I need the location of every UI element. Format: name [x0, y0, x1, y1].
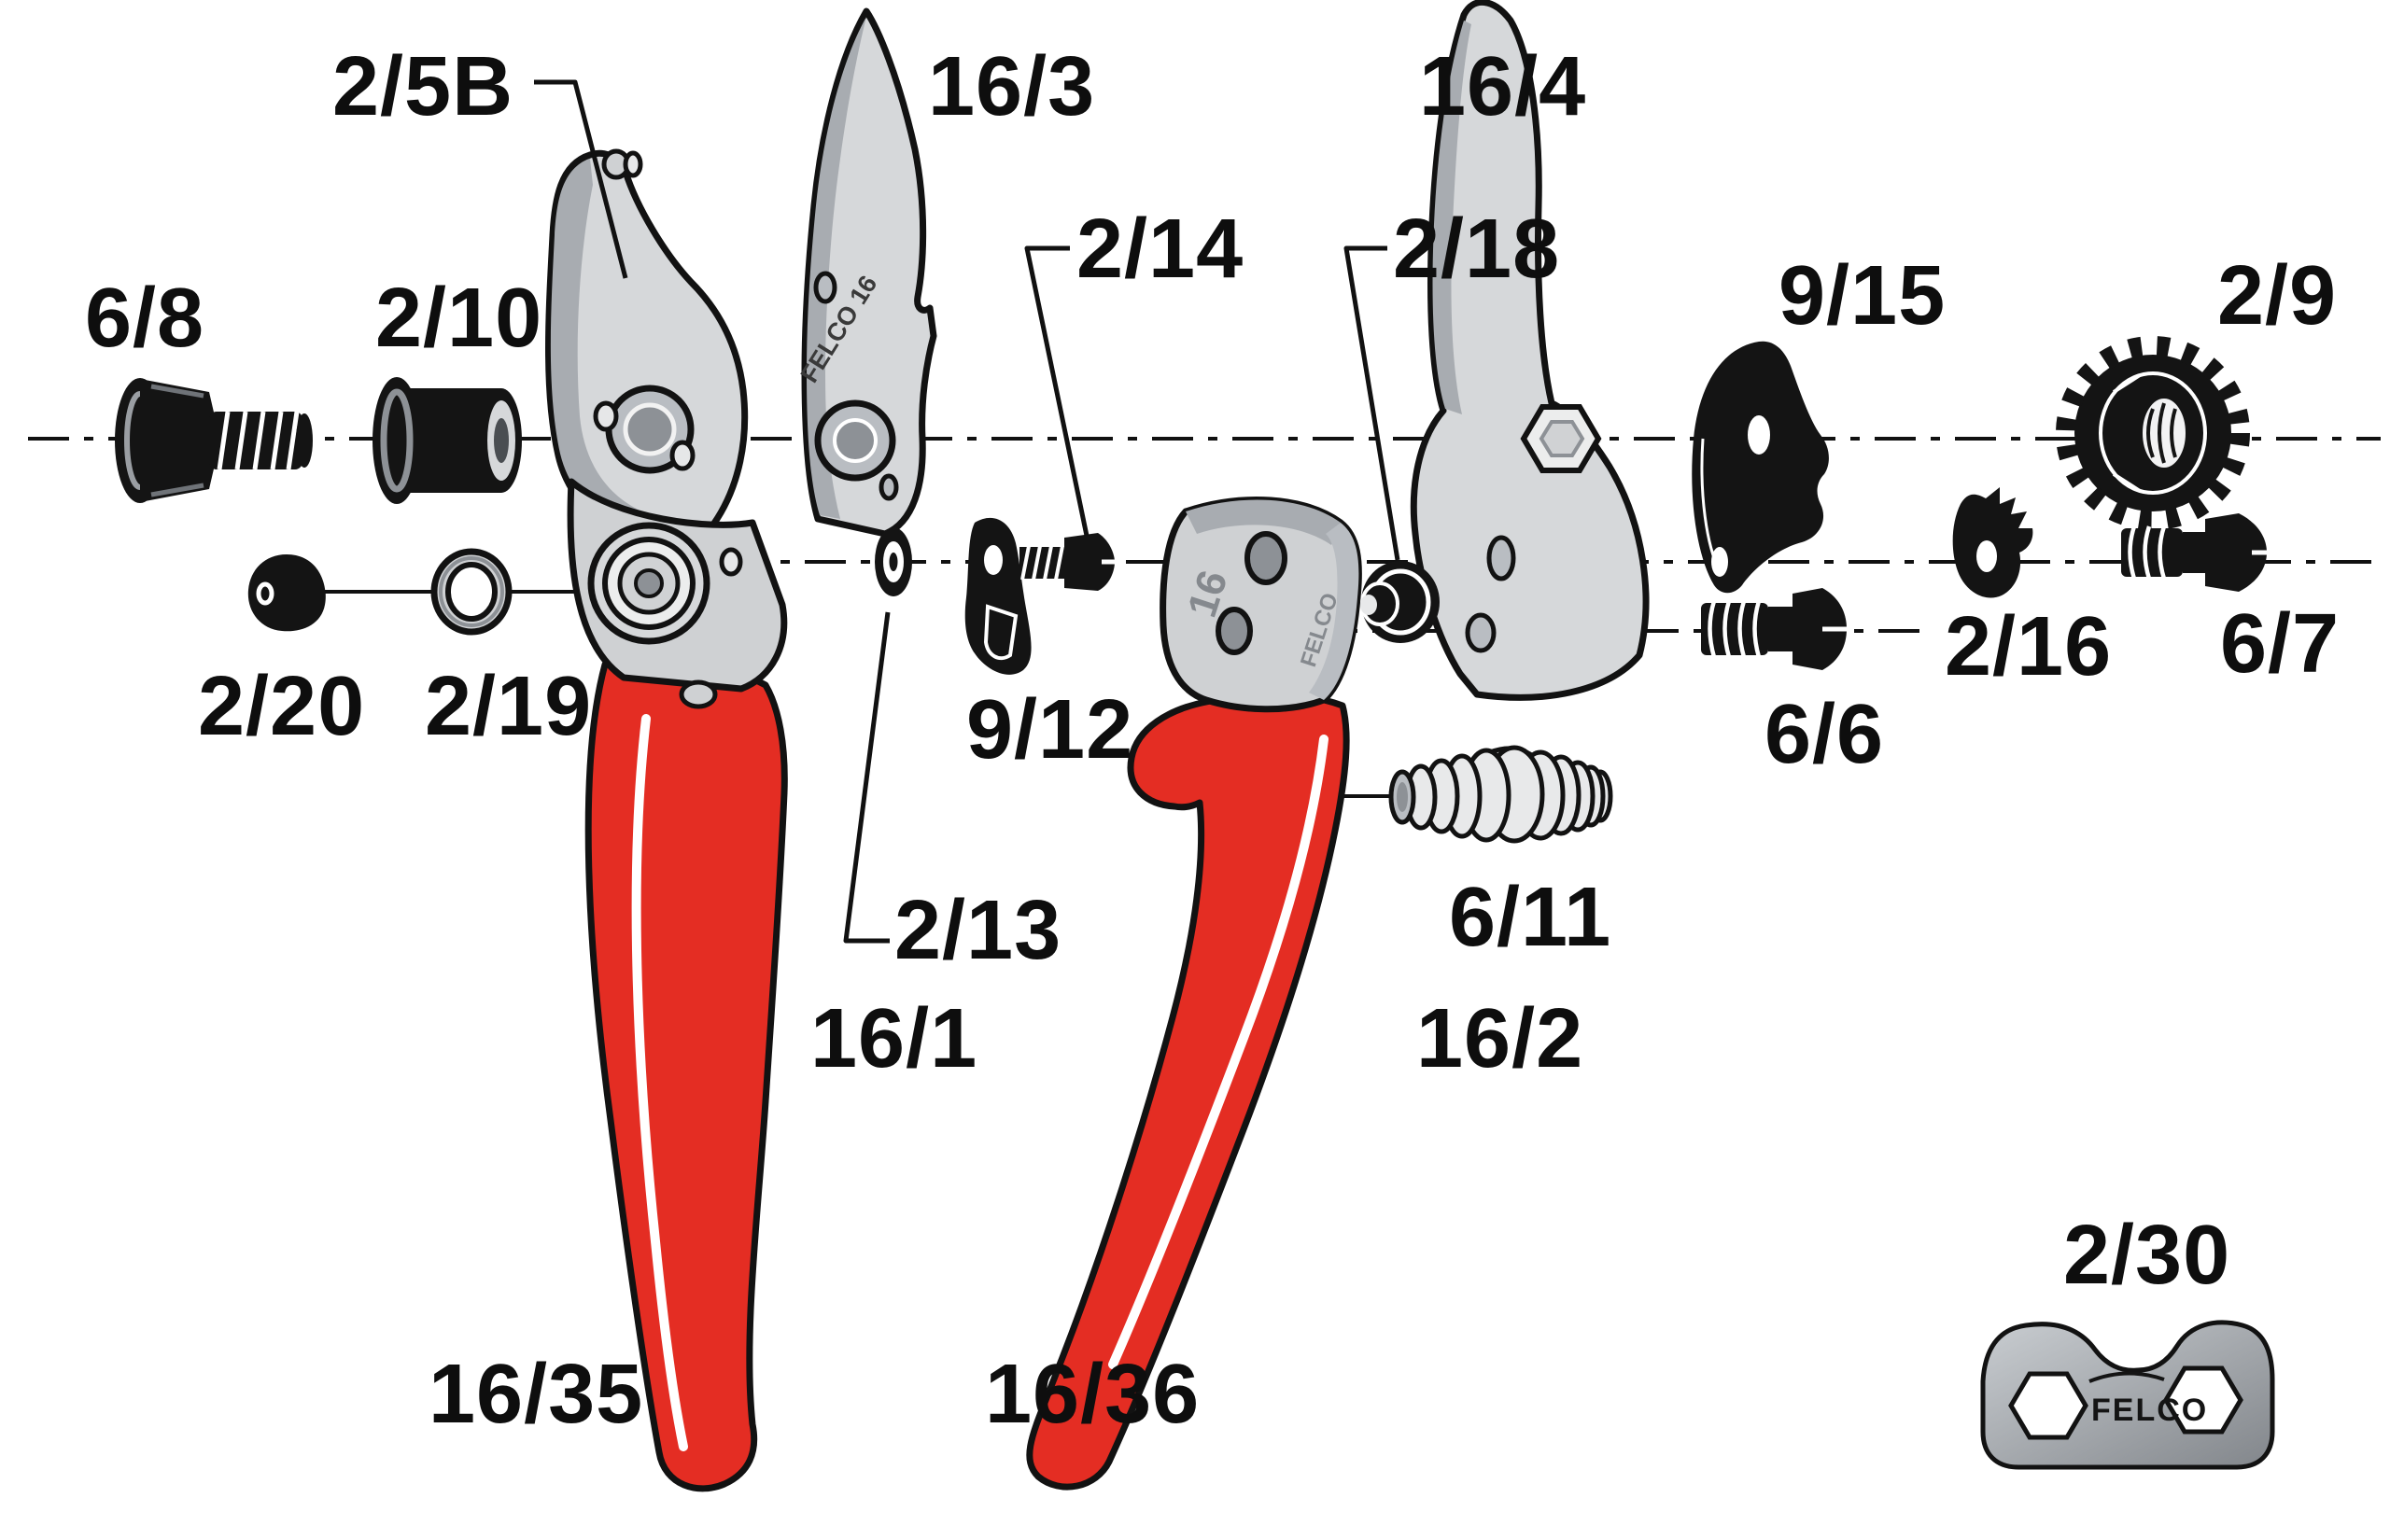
head-rivet-pin-left	[593, 400, 619, 432]
head-top-pin	[601, 148, 643, 180]
leader-2-14	[1024, 245, 1090, 537]
head-front-pin	[719, 547, 743, 577]
adjustment-screw-2-14	[1019, 533, 1116, 591]
leader-2-18	[1343, 245, 1400, 561]
counter-blade-16-4	[1410, 0, 1650, 701]
washer-2-19	[430, 548, 513, 636]
head-rivet-pin-right	[669, 440, 696, 471]
head-pivot-boss	[587, 522, 710, 645]
washer-2-13	[875, 527, 912, 596]
movable-head-16-2: 16 FELCO	[1160, 497, 1362, 713]
counter-blade-holder-2-5B	[545, 148, 788, 709]
spring-6-11	[1388, 745, 1613, 844]
pivot-bolt-6-8	[115, 378, 313, 503]
wrench-hex-hole-left	[2008, 1371, 2088, 1440]
handle-16-1	[584, 654, 788, 1492]
wrench-2-30: FELCO	[1980, 1320, 2275, 1470]
handle-16-2	[1026, 691, 1350, 1491]
gear-nut-2-9	[2056, 336, 2250, 530]
screw-6-6	[1701, 588, 1849, 670]
blade-small-hole	[813, 271, 837, 304]
wrench-brand-stamp: FELCO	[2091, 1393, 2208, 1428]
leader-2-5B	[534, 79, 628, 279]
pawl-2-16	[1952, 487, 2033, 598]
bumper-2-20	[247, 554, 326, 632]
screw-6-7	[2121, 513, 2272, 592]
bushing-2-10	[373, 377, 522, 504]
movable-head-upper-hole	[1244, 531, 1287, 585]
leader-2-13	[843, 611, 891, 944]
counter-blade-hex-hole	[1520, 404, 1602, 473]
spring-stud-left	[679, 679, 718, 709]
movable-head-lower-hole	[1216, 607, 1253, 655]
cutting-blade-16-3: FELCO 16	[795, 7, 937, 538]
bushing-2-18	[1360, 561, 1440, 643]
wrench-hex-hole-right	[2163, 1365, 2243, 1435]
counter-plate-9-15	[1692, 341, 1829, 594]
cam-9-12	[964, 517, 1032, 675]
